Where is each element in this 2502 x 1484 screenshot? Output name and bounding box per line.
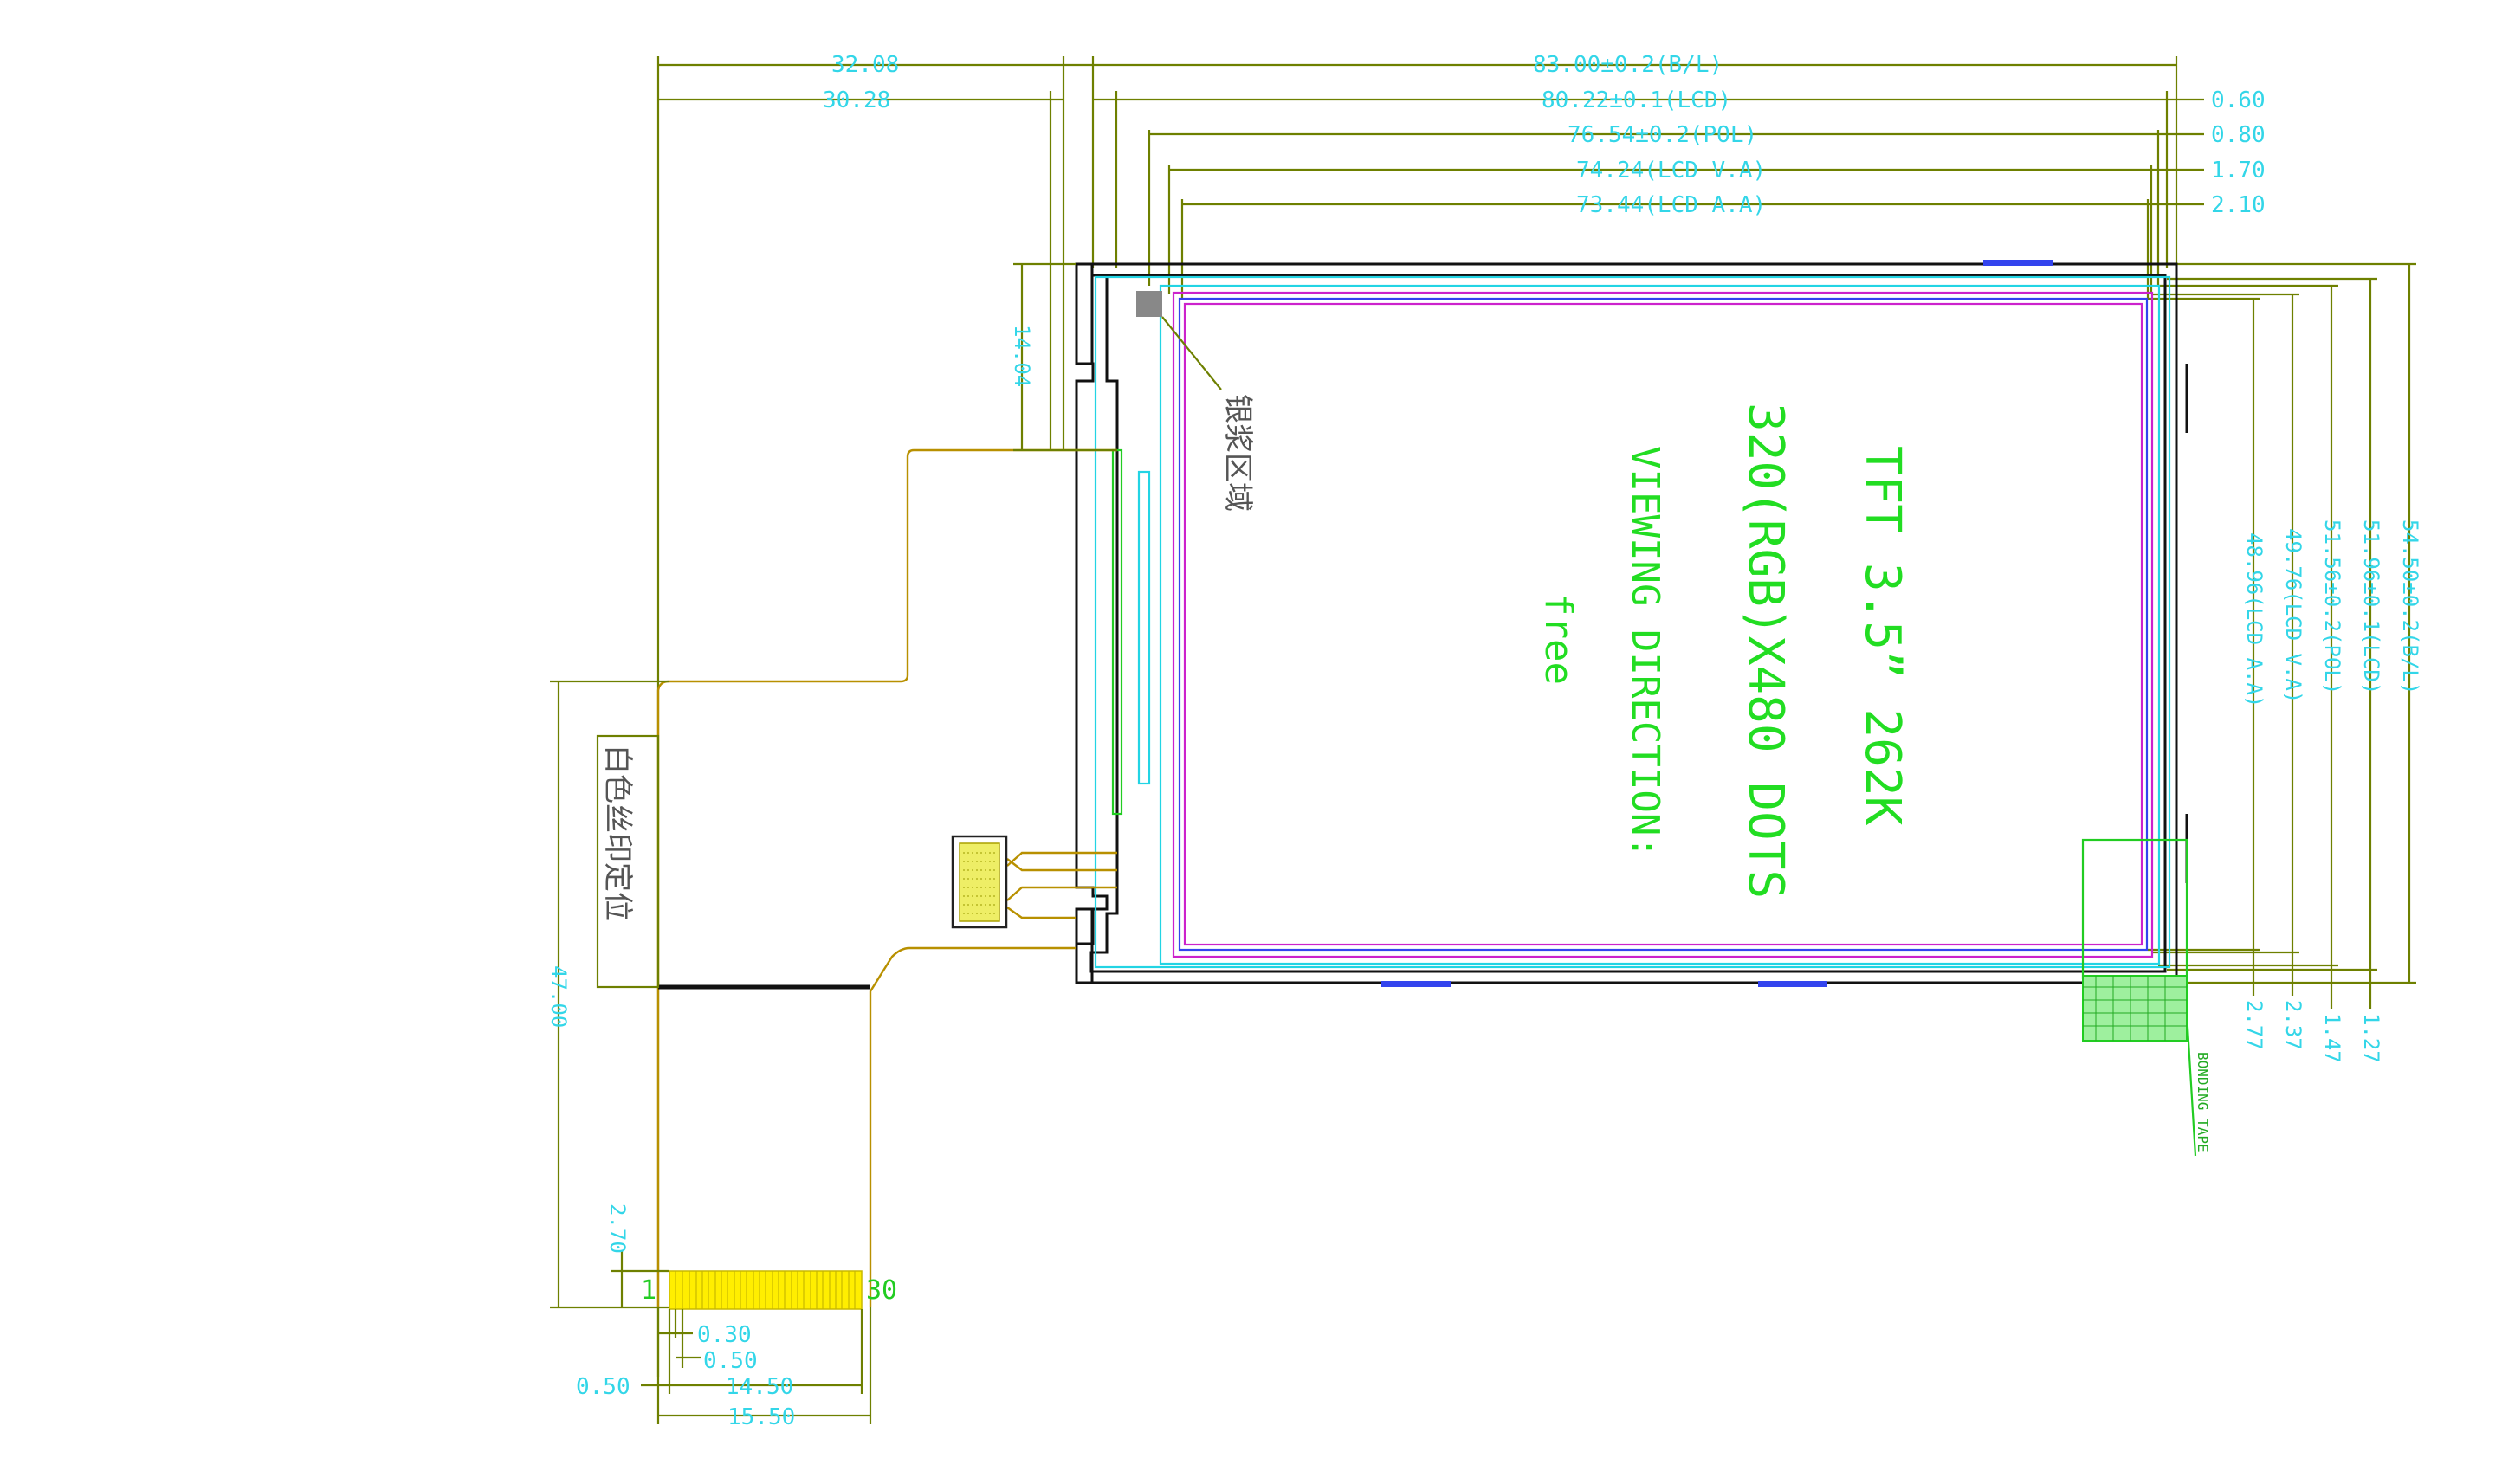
- top-dimensions: 32.08 30.28 83.00±0.2(B/L) 80.22±0.1(LCD…: [656, 52, 2266, 1377]
- dim-fpc-left: 30.28: [823, 87, 890, 113]
- dim-height-lcd: 51.96±0.1(LCD): [2359, 519, 2383, 694]
- dim-pitch-050b: 0.50: [576, 1374, 630, 1400]
- dim-fpc-4700: 47.00: [546, 965, 571, 1028]
- dim-fpc-270: 2.70: [605, 1203, 630, 1254]
- dim-pitch-050a: 0.50: [703, 1348, 758, 1374]
- driver-ic: [1137, 470, 1151, 785]
- dim-width-1450: 14.50: [726, 1374, 793, 1400]
- dim-offset-060: 0.60: [2211, 87, 2266, 113]
- lcd-glass: [1094, 275, 2171, 969]
- pin-last-label: 30: [866, 1275, 897, 1306]
- dim-fpc-1404: 14.04: [1010, 325, 1034, 387]
- dim-height-va: 49.76(LCD V.A): [2281, 528, 2305, 703]
- panel-viewing-direction: VIEWING DIRECTION:: [1623, 446, 1667, 859]
- dim-offset-147: 1.47: [2320, 1013, 2344, 1063]
- dim-offset-210: 2.10: [2211, 192, 2266, 218]
- backlight-inner-frame: [1089, 274, 2167, 973]
- dim-width-pol: 76.54±0.2(POL): [1568, 122, 1757, 148]
- bottom-clip-left: [1381, 981, 1451, 987]
- dim-height-pol: 51.56±0.2(POL): [2320, 519, 2344, 694]
- dim-width-1550: 15.50: [727, 1404, 795, 1430]
- dim-width-aa: 73.44(LCD A.A): [1576, 192, 1766, 218]
- dim-pitch-030: 0.30: [697, 1322, 752, 1348]
- dim-offset-170: 1.70: [2211, 158, 2266, 184]
- bonding-tape: [2082, 975, 2188, 1042]
- top-clip: [1983, 260, 2053, 266]
- dim-offset-237: 2.37: [2281, 1000, 2305, 1050]
- view-area: [1172, 291, 2154, 958]
- panel-viewing-value: free: [1536, 593, 1581, 685]
- left-dimensions: 14.04 47.00 白色丝印定位 2.70 0.30 0.50 0.50 1…: [546, 262, 1117, 1430]
- dim-height-aa: 48.96(LCD A.A): [2242, 532, 2266, 707]
- dim-width-bl: 83.00±0.2(B/L): [1533, 52, 1723, 78]
- right-dimensions: 54.50±0.2(B/L) 51.96±0.1(LCD) 51.56±0.2(…: [2148, 262, 2422, 1063]
- bottom-clip-right: [1758, 981, 1827, 987]
- dim-height-bl: 54.50±0.2(B/L): [2398, 519, 2422, 694]
- dim-offset-127: 1.27: [2359, 1013, 2383, 1063]
- dim-width-va: 74.24(LCD V.A): [1576, 158, 1766, 184]
- dim-width-lcd: 80.22±0.1(LCD): [1542, 87, 1731, 113]
- fpc-cable: 1 30: [641, 448, 1117, 1310]
- silver-paste-note: 银浆区域: [1220, 394, 1255, 512]
- white-print-note: 白色丝印定位: [600, 745, 635, 921]
- panel-resolution: 320(RGB)X480 DOTS: [1737, 403, 1794, 899]
- bonding-tape-note: BONDING TAPE: [2195, 1052, 2211, 1152]
- dim-offset-277: 2.77: [2242, 1000, 2266, 1050]
- silver-paste-pad: [1136, 291, 1162, 317]
- lcd-module: 银浆区域 TFT 3.5” 262K 320(RGB)X480 DOTS VIE…: [1075, 260, 2211, 1157]
- dim-overall-left: 32.08: [831, 52, 899, 78]
- panel-title: TFT 3.5” 262K: [1854, 446, 1910, 826]
- dim-offset-080: 0.80: [2211, 122, 2266, 148]
- polarizer: [1159, 284, 2161, 965]
- fpc-outline: [656, 448, 1117, 1281]
- active-area: [1178, 297, 2149, 952]
- pin-first-label: 1: [641, 1275, 656, 1306]
